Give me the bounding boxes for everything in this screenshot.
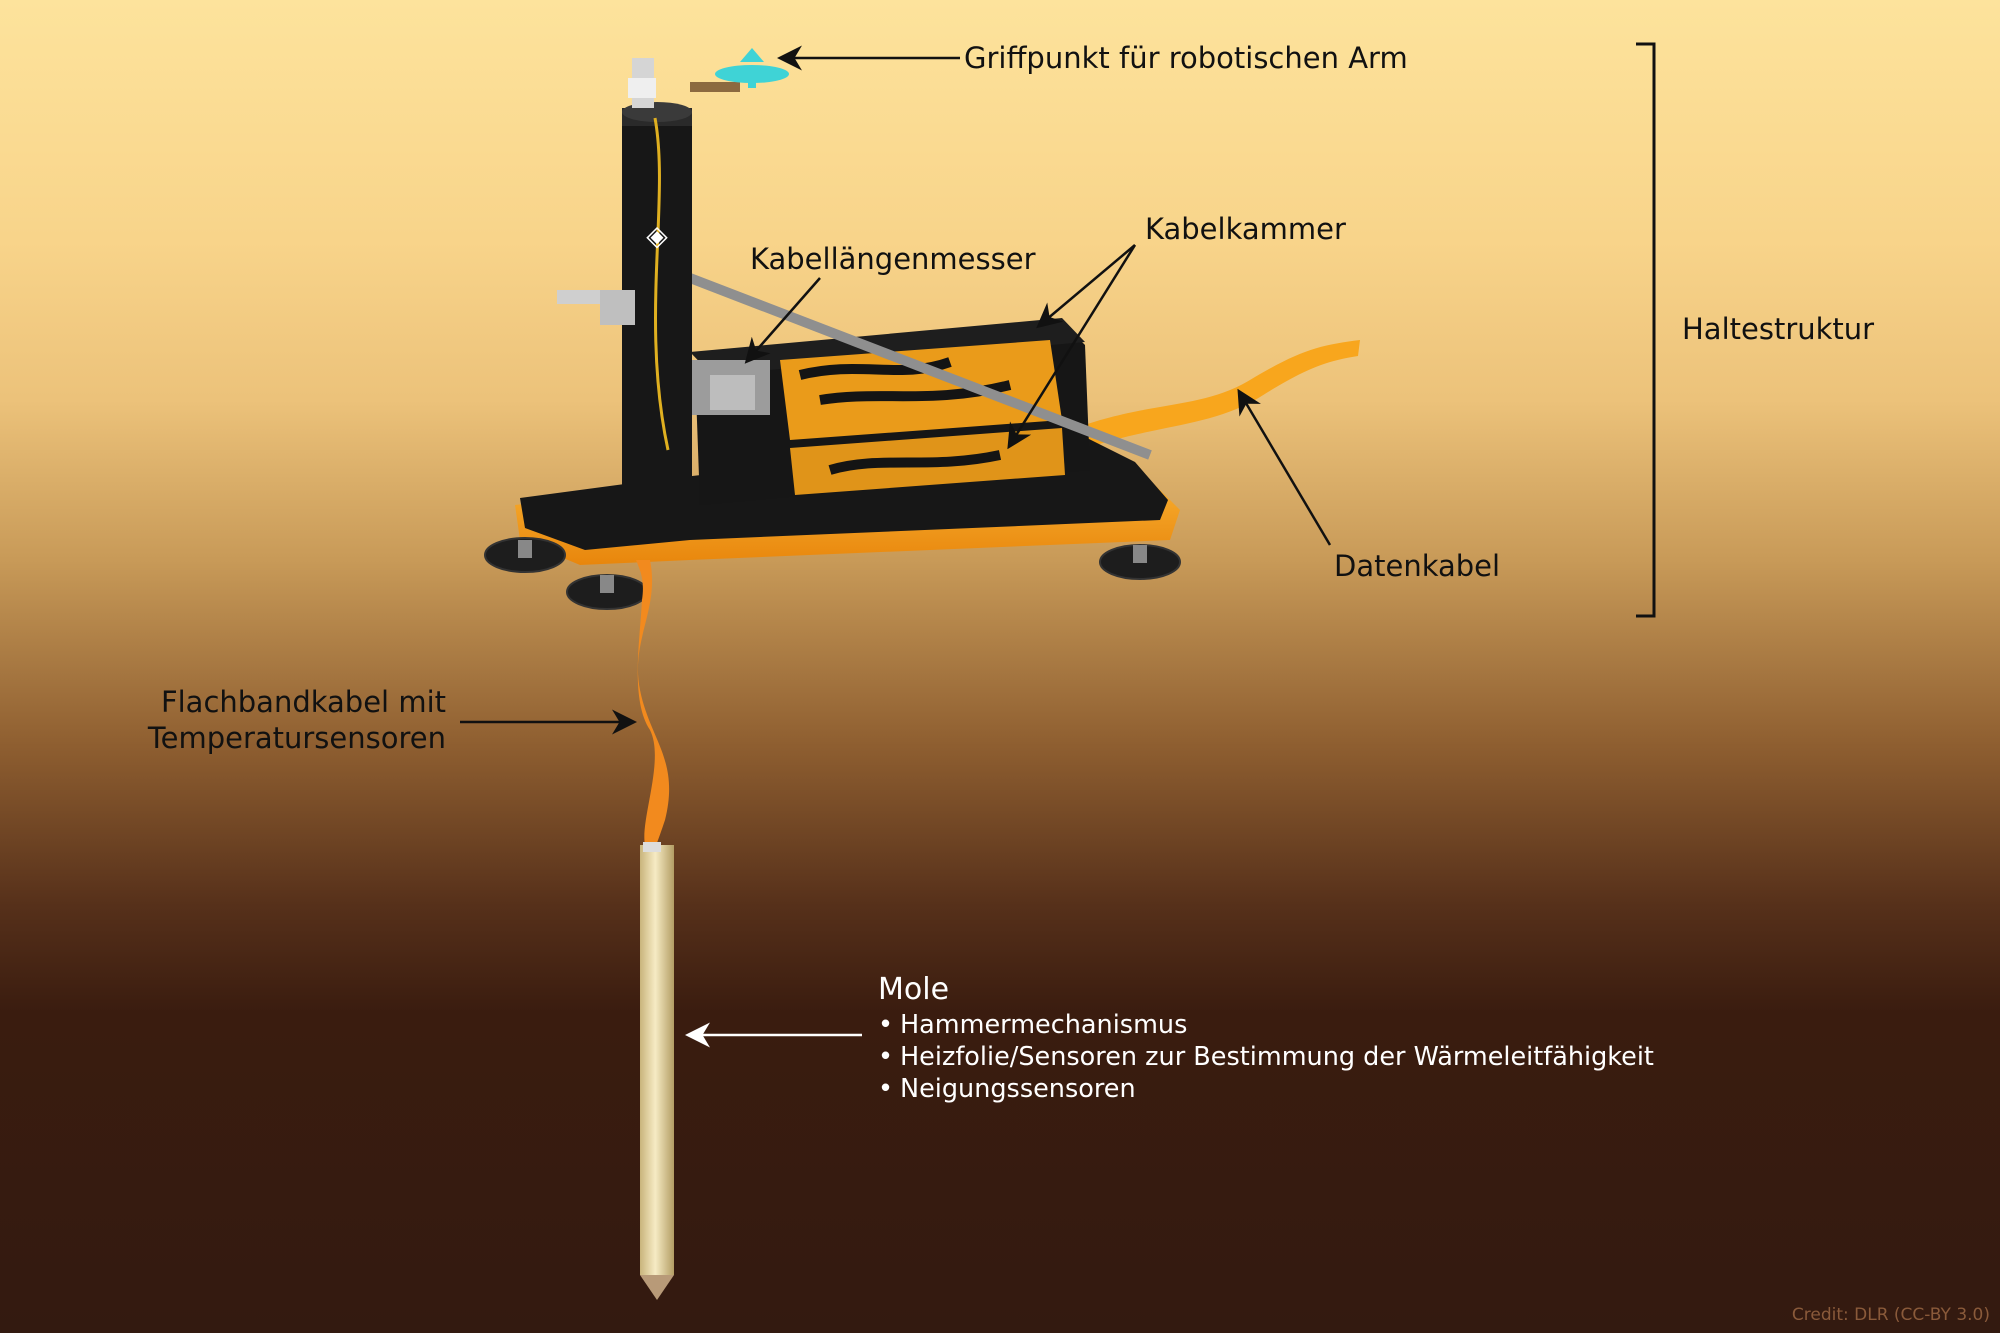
credit-line: Credit: DLR (CC-BY 3.0) — [1791, 1305, 1990, 1325]
arrow-kabellaengenmesser — [744, 277, 821, 364]
label-flachband-line2: Temperatursensoren — [147, 721, 446, 756]
support-rod — [688, 273, 1152, 460]
mole-feature-item: •Neigungssensoren — [878, 1074, 1136, 1105]
arrow-datenkabel — [1237, 388, 1332, 546]
mole-feature-text: Hammermechanismus — [900, 1010, 1188, 1040]
svg-text:◈: ◈ — [646, 219, 668, 252]
label-kabellaengenmesser: Kabellängenmesser — [750, 242, 1036, 276]
mole-feature-item: •Hammermechanismus — [878, 1010, 1188, 1040]
mole-feature-text: Neigungssensoren — [900, 1074, 1136, 1105]
mole-feature-item: •Heizfolie/Sensoren zur Bestimmung der W… — [878, 1042, 1654, 1073]
grip-point — [690, 48, 789, 92]
mole-feature-list: •Hammermechanismus •Heizfolie/Sensoren z… — [878, 1009, 1654, 1105]
label-haltestruktur: Haltestruktur — [1682, 312, 1875, 346]
label-flachbandkabel: Flachbandkabel mit Temperatursensoren — [140, 684, 446, 757]
data-cable — [1070, 340, 1360, 452]
arrow-kabelkammer-2 — [1007, 244, 1137, 450]
mole-title: Mole — [878, 972, 950, 1007]
arrow-kabelkammer-1 — [1036, 244, 1136, 329]
support-tower: ◈ — [557, 58, 692, 518]
mole-penetrator — [640, 842, 674, 1300]
label-kabelkammer: Kabelkammer — [1145, 212, 1346, 246]
label-flachband-line1: Flachbandkabel mit — [160, 685, 446, 719]
bracket-haltestruktur — [1636, 42, 1656, 618]
mole-feature-text: Heizfolie/Sensoren zur Bestimmung der Wä… — [900, 1042, 1654, 1073]
mole-description: Mole •Hammermechanismus •Heizfolie/Senso… — [878, 970, 1654, 1105]
ribbon-cable — [636, 560, 670, 852]
label-datenkabel: Datenkabel — [1334, 549, 1501, 583]
label-griffpunkt: Griffpunkt für robotischen Arm — [964, 41, 1408, 75]
